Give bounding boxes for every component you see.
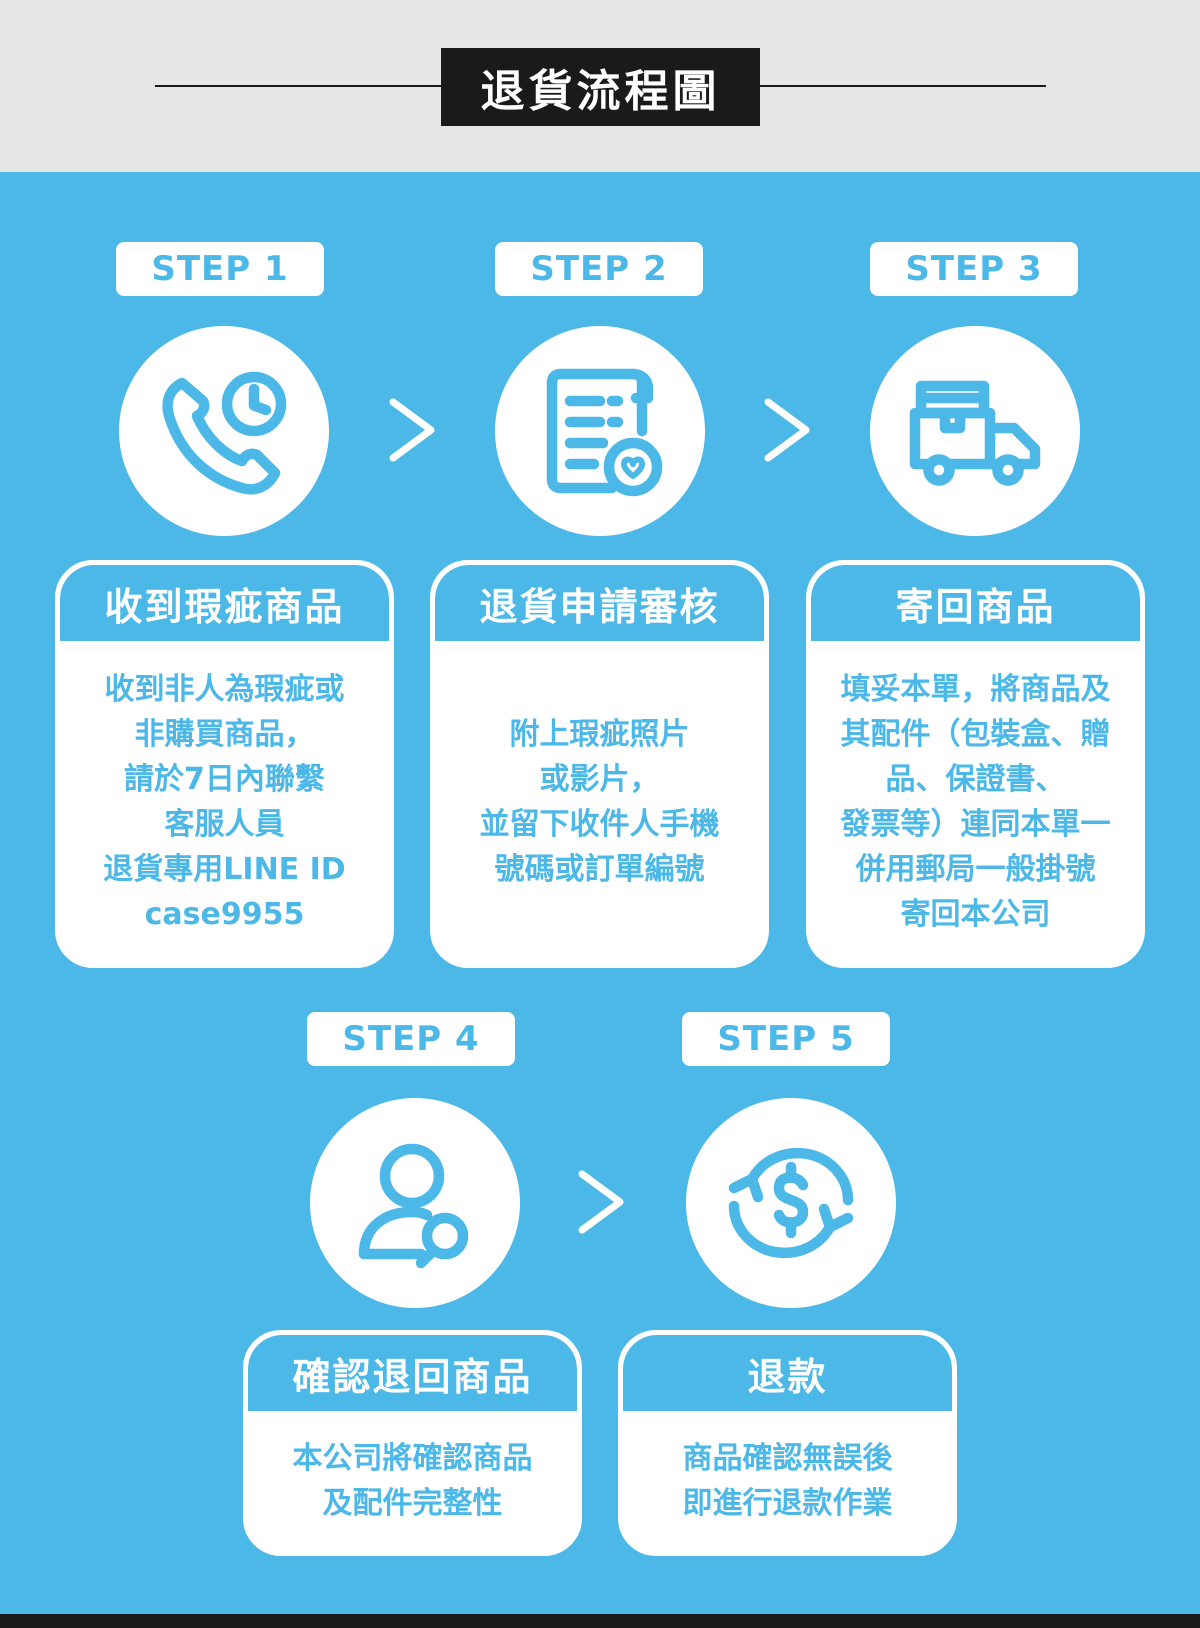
bottom-bar [0,1614,1200,1628]
step-2-card: 退貨申請審核 附上瑕疵照片 或影片， 並留下收件人手機 號碼或訂單編號 [430,560,769,968]
step-5-description: 商品確認無誤後 即進行退款作業 [682,1441,893,1521]
step-4-card: 確認退回商品 本公司將確認商品 及配件完整性 [243,1330,582,1556]
page-title: 退貨流程圖 [441,48,760,126]
step-3-description: 填妥本單，將商品及 其配件（包裝盒、贈 品、保證書、 發票等）連同本單一 併用郵… [840,672,1111,932]
step-4-description: 本公司將確認商品 及配件完整性 [292,1441,533,1521]
step-3-badge: STEP 3 [870,242,1078,296]
step-3-card: 寄回商品 填妥本單，將商品及 其配件（包裝盒、贈 品、保證書、 發票等）連同本單… [806,560,1145,968]
delivery-truck-icon [909,380,1041,486]
step-4-badge: STEP 4 [307,1012,515,1066]
step-1-description: 收到非人為瑕疵或 非購買商品， 請於7日內聯繫 客服人員 退貨專用LINE ID… [103,672,346,932]
header-band: 退貨流程圖 [0,0,1200,172]
step-5-badge: STEP 5 [682,1012,890,1066]
step-5-icon-circle [686,1098,896,1308]
step-2-description: 附上瑕疵照片 或影片， 並留下收件人手機 號碼或訂單編號 [479,717,720,887]
step-2-heading: 退貨申請審核 [435,565,764,641]
chevron-right-icon [764,398,810,462]
step-2-badge: STEP 2 [495,242,703,296]
step-3-icon-circle [870,326,1080,536]
step-5-card: 退款 商品確認無誤後 即進行退款作業 [618,1330,957,1556]
step-4-heading: 確認退回商品 [248,1335,577,1411]
step-2-icon-circle [495,326,705,536]
step-1-card: 收到瑕疵商品 收到非人為瑕疵或 非購買商品， 請於7日內聯繫 客服人員 退貨專用… [55,560,394,968]
title-rule-right [760,85,1046,87]
user-search-icon [358,1143,469,1269]
dollar-refresh-icon [728,1147,854,1259]
step-1-heading: 收到瑕疵商品 [60,565,389,641]
title-rule-left [155,85,441,87]
step-5-heading: 退款 [623,1335,952,1411]
document-heart-icon [546,368,663,497]
step-3-heading: 寄回商品 [811,565,1140,641]
phone-clock-icon [162,371,287,495]
chevron-right-icon [578,1170,624,1234]
step-4-icon-circle [310,1098,520,1308]
step-1-icon-circle [119,326,329,536]
step-1-badge: STEP 1 [116,242,324,296]
chevron-right-icon [389,398,435,462]
